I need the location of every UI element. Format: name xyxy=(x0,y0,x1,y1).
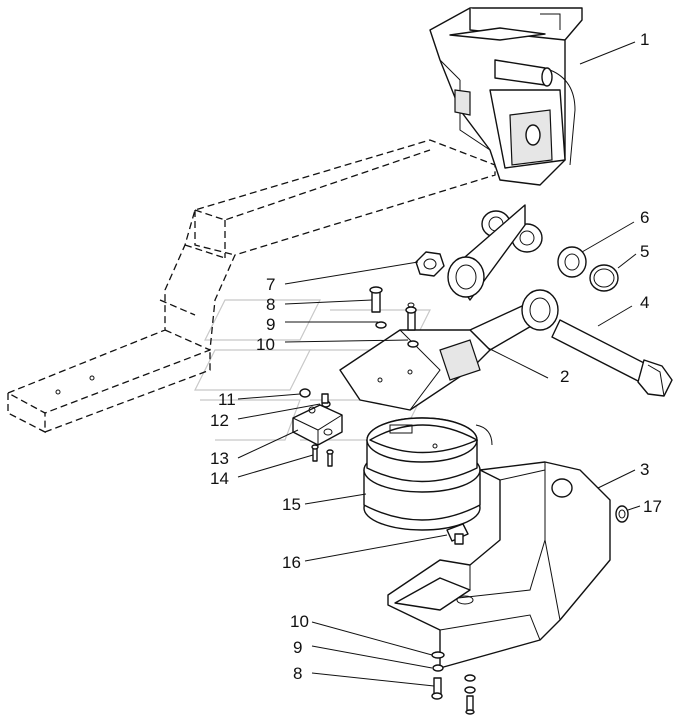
callout-17: 17 xyxy=(643,497,662,516)
bolt-set-lower xyxy=(431,651,476,715)
air-spring-part-15 xyxy=(363,417,493,531)
callout-9-upper: 9 xyxy=(266,315,275,334)
callout-3: 3 xyxy=(640,460,649,479)
washer-part-17 xyxy=(615,505,629,523)
callout-8-upper: 8 xyxy=(266,295,275,314)
callout-12: 12 xyxy=(210,411,229,430)
frame-bracket-part-1 xyxy=(429,7,583,186)
callout-11: 11 xyxy=(218,390,236,409)
callout-10-upper: 10 xyxy=(256,335,275,354)
callout-13: 13 xyxy=(210,449,229,468)
nut-part-7 xyxy=(415,251,445,277)
bolt-set-upper xyxy=(369,286,419,348)
link-arm-part-2 xyxy=(339,204,559,411)
callout-8-lower: 8 xyxy=(293,664,302,683)
callout-1: 1 xyxy=(640,30,649,49)
callout-6: 6 xyxy=(640,208,649,227)
callout-10-lower: 10 xyxy=(290,612,309,631)
small-parts-11-12-14 xyxy=(299,388,334,467)
callout-4: 4 xyxy=(640,293,649,312)
callout-16: 16 xyxy=(282,553,301,572)
bolt-part-4 xyxy=(551,319,673,397)
callout-14: 14 xyxy=(210,469,229,488)
fitting-part-16 xyxy=(446,523,469,545)
ring-part-5 xyxy=(589,264,619,292)
callout-7: 7 xyxy=(266,275,275,294)
callout-9-lower: 9 xyxy=(293,638,302,657)
leader-lines xyxy=(237,41,641,687)
clamp-block-part-13 xyxy=(292,404,343,446)
bushing-part-6 xyxy=(557,246,587,278)
callout-5: 5 xyxy=(640,242,649,261)
callout-15: 15 xyxy=(282,495,301,514)
lower-bracket-part-3 xyxy=(387,461,611,669)
callout-2: 2 xyxy=(560,367,569,386)
